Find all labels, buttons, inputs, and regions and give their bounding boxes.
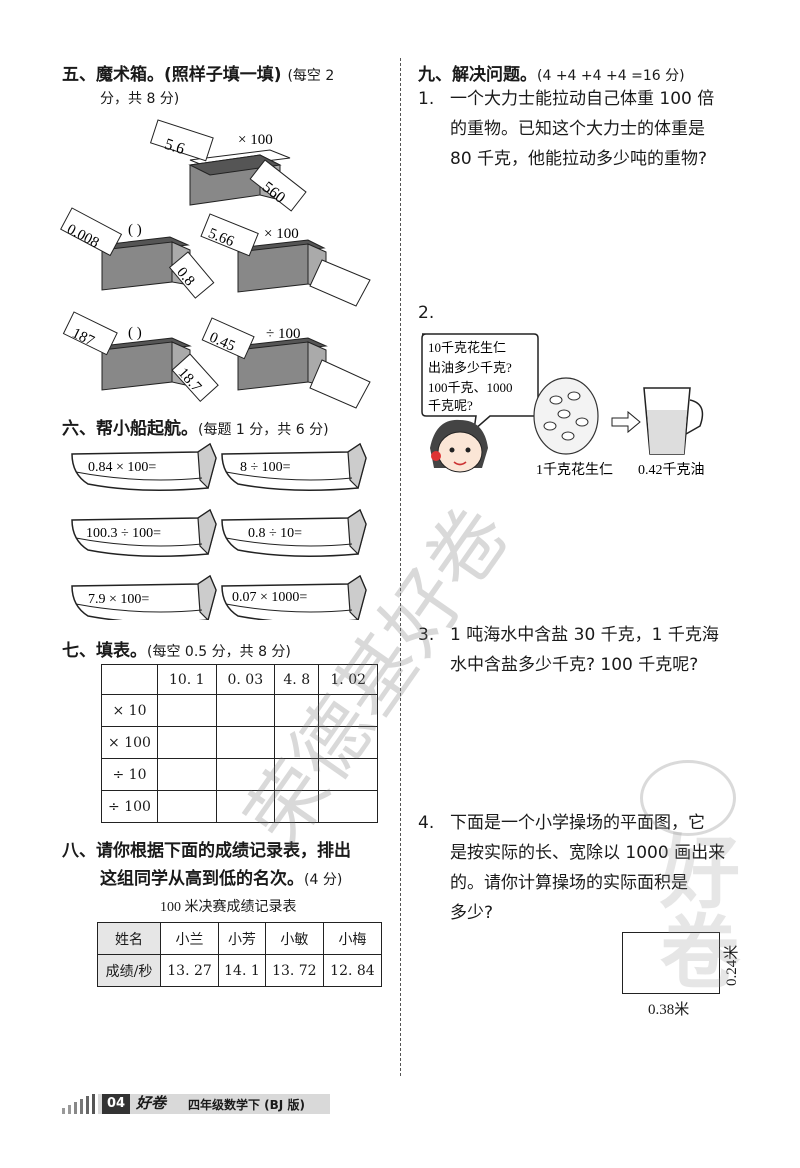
mascot-icon <box>640 760 736 836</box>
table-col-header: 1. 02 <box>318 664 378 695</box>
score-value: 12. 84 <box>322 954 383 987</box>
peanut-label: 1千克花生仁 <box>536 462 613 478</box>
oil-label: 0.42千克油 <box>638 462 705 478</box>
boat-2: 8 ÷ 100= <box>240 460 291 475</box>
box2-op: × 100 <box>264 226 299 242</box>
score-name: 小梅 <box>322 922 383 955</box>
table-col-header: 0. 03 <box>215 664 276 695</box>
boats: 0.84 × 100= 8 ÷ 100= 100.3 ÷ 100= 0.8 ÷ … <box>71 443 367 620</box>
footer-bar <box>98 1094 330 1114</box>
score-value: 13. 72 <box>264 954 324 987</box>
section7-title: 七、填表。(每空 0.5 分，共 8 分) <box>62 641 291 661</box>
footer-stripes <box>60 1094 100 1114</box>
table-row-header: × 100 <box>101 726 158 759</box>
table-row-header: × 10 <box>101 694 158 727</box>
boat-1: 0.84 × 100= <box>88 460 156 475</box>
box3-op: ( ) <box>128 325 142 341</box>
q1-number: 1. <box>418 89 435 109</box>
bubble-line-4: 千克呢? <box>428 398 473 413</box>
magic-boxes: 5.6 × 100 560 0.008 ( ) 0.8 5.66 × 100 1… <box>60 119 371 409</box>
score-name: 小兰 <box>159 922 220 955</box>
side-logo: 好卷 <box>647 830 740 990</box>
score-header-label: 姓名 <box>97 922 161 955</box>
example-in: 5.6 <box>162 136 186 158</box>
section5-note: (每空 2 <box>287 68 335 84</box>
section8-title-2: 这组同学从高到低的名次。(4 分) <box>100 869 343 889</box>
table-col-header: 10. 1 <box>157 664 217 695</box>
magic-box-example: 5.6 × 100 560 <box>149 119 307 212</box>
q4-number: 4. <box>418 813 435 833</box>
score-name: 小敏 <box>264 922 324 955</box>
boat-5: 7.9 × 100= <box>88 592 149 607</box>
score-table-caption: 100 米决赛成绩记录表 <box>160 900 297 915</box>
peanut-pile-icon <box>533 377 599 455</box>
q4-text: 下面是一个小学操场的平面图，它 是按实际的长、宽除以 1000 画出来 的。请你… <box>450 813 726 923</box>
magic-box-2: 5.66 × 100 <box>200 213 371 307</box>
section6-title: 六、帮小船起航。(每题 1 分，共 6 分) <box>62 419 329 439</box>
bubble-line-2: 出油多少千克? <box>428 360 512 375</box>
q3-text: 1 吨海水中含盐 30 千克，1 千克海 水中含盐多少千克? 100 千克呢? <box>450 625 719 675</box>
box4-answer-card <box>309 359 371 409</box>
playground-rectangle <box>622 932 720 994</box>
boat-6: 0.07 × 1000= <box>232 590 307 605</box>
boat-4: 0.8 ÷ 10= <box>248 526 302 541</box>
table-row-header: ÷ 100 <box>101 790 158 823</box>
table-row-header: ÷ 10 <box>101 758 158 791</box>
box4-op: ÷ 100 <box>266 326 300 342</box>
score-value: 14. 1 <box>218 954 266 987</box>
example-op: × 100 <box>238 132 273 148</box>
girl-icon <box>430 419 488 473</box>
q3-number: 3. <box>418 625 435 645</box>
box1-op: ( ) <box>128 222 142 238</box>
score-name: 小芳 <box>218 922 266 955</box>
score-table: 姓名 小兰 小芳 小敏 小梅 成绩/秒 13. 27 14. 1 13. 72 … <box>97 922 383 987</box>
section8-note: (4 分) <box>304 872 343 888</box>
bubble-line-1: 10千克花生仁 <box>428 340 506 355</box>
oil-cup-icon <box>643 387 704 455</box>
magic-box-4: 0.45 ÷ 100 <box>201 317 371 409</box>
section6-note: (每题 1 分，共 6 分) <box>198 422 329 438</box>
multiply-table: 10. 1 0. 03 4. 8 1. 02 × 10 × 100 ÷ 10 ÷… <box>101 664 378 823</box>
q2-number: 2. <box>418 303 435 323</box>
score-row-label: 成绩/秒 <box>97 954 161 987</box>
arrow-icon <box>611 410 641 434</box>
footer-book-title: 四年级数学下 (BJ 版) <box>188 1098 305 1112</box>
footer-brand: 好卷 <box>136 1094 167 1112</box>
section5-title: 五、魔术箱。(照样子填一填) (每空 2 <box>62 65 335 85</box>
magic-box-3: 187 ( ) 18.7 <box>62 311 219 402</box>
section9-title: 九、解决问题。(4 +4 +4 +4 =16 分) <box>418 65 685 85</box>
page-number: 04 <box>102 1094 130 1114</box>
boat-3: 100.3 ÷ 100= <box>86 526 161 541</box>
magic-box-1: 0.008 ( ) 0.8 <box>60 207 215 299</box>
section5-note-2: 分，共 8 分) <box>100 91 180 107</box>
section9-note: (4 +4 +4 +4 =16 分) <box>537 68 685 84</box>
section8-title: 八、请你根据下面的成绩记录表，排出 <box>62 841 351 861</box>
playground-width-label: 0.38米 <box>648 1002 690 1018</box>
table-corner <box>101 664 158 695</box>
section7-note: (每空 0.5 分，共 8 分) <box>147 644 291 660</box>
bubble-line-3: 100千克、1000 <box>428 380 513 395</box>
score-value: 13. 27 <box>159 954 220 987</box>
q1-text: 一个大力士能拉动自己体重 100 倍 的重物。已知这个大力士的体重是 80 千克… <box>450 89 715 169</box>
column-divider <box>400 58 401 1076</box>
q2-illustration: 10千克花生仁 出油多少千克? 100千克、1000 千克呢? 1千克花生仁 0… <box>421 333 705 478</box>
box2-answer-card <box>309 259 371 307</box>
